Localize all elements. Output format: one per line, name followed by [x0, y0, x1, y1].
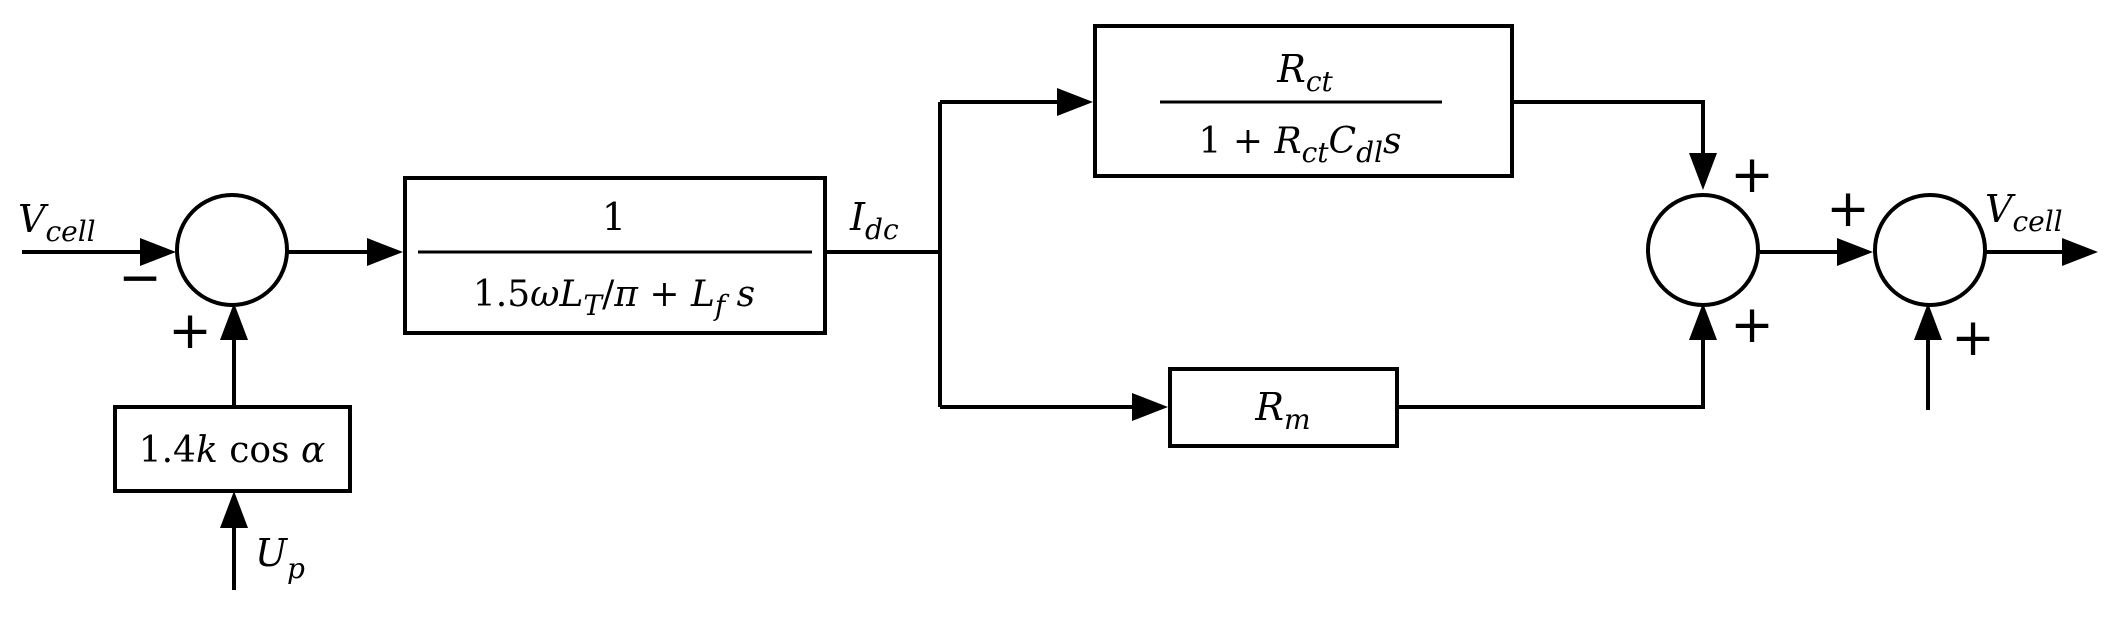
signal-vcell-in: Vcell — [18, 197, 96, 248]
arrow-vcell-out — [2062, 238, 2098, 266]
summing-junction-3 — [1873, 193, 1987, 307]
arrow-into-sum2-bottom — [1689, 303, 1717, 340]
arrow-into-gain — [220, 491, 248, 528]
arrow-into-sum1-bottom — [220, 303, 248, 340]
summing-junction-2 — [1646, 193, 1760, 307]
rm-label: Rm — [1254, 385, 1310, 436]
arrow-into-sum3-bottom — [1914, 303, 1942, 340]
plant-denominator: 1.5ωLT/π + Lf s — [473, 274, 755, 322]
sign-sum3-left: + — [1826, 179, 1870, 239]
sign-sum3-bottom: + — [1951, 308, 1995, 368]
arrow-into-sum1-left — [140, 238, 176, 266]
rct-denominator: 1 + RctCdls — [1199, 121, 1402, 169]
signal-vcell-out: Vcell — [1985, 187, 2063, 238]
arrow-into-sum2-top — [1689, 153, 1717, 190]
signal-up: Up — [255, 531, 305, 585]
arrow-into-sum3-left — [1837, 238, 1873, 266]
rct-numerator: Rct — [1276, 47, 1333, 98]
sign-sum2-top: + — [1730, 145, 1774, 205]
plant-numerator: 1 — [602, 195, 626, 239]
gain-label: 1.4k cos α — [139, 430, 326, 471]
signal-idc: Idc — [849, 195, 899, 246]
sign-sum1-bottom: + — [168, 301, 212, 361]
wire-rm-to-sum2 — [1397, 320, 1705, 409]
gain-block — [113, 405, 352, 493]
plant-block — [403, 176, 827, 335]
arrow-into-rm-branch — [1132, 393, 1168, 421]
summing-junction-1 — [175, 193, 289, 307]
wire-rct-to-sum2 — [1512, 100, 1705, 172]
arrow-into-plant — [367, 238, 403, 266]
sign-sum1-left: − — [118, 248, 162, 308]
rm-branch-block — [1168, 367, 1399, 448]
arrow-into-rct-branch — [1057, 88, 1093, 116]
sign-sum2-bottom: + — [1730, 295, 1774, 355]
